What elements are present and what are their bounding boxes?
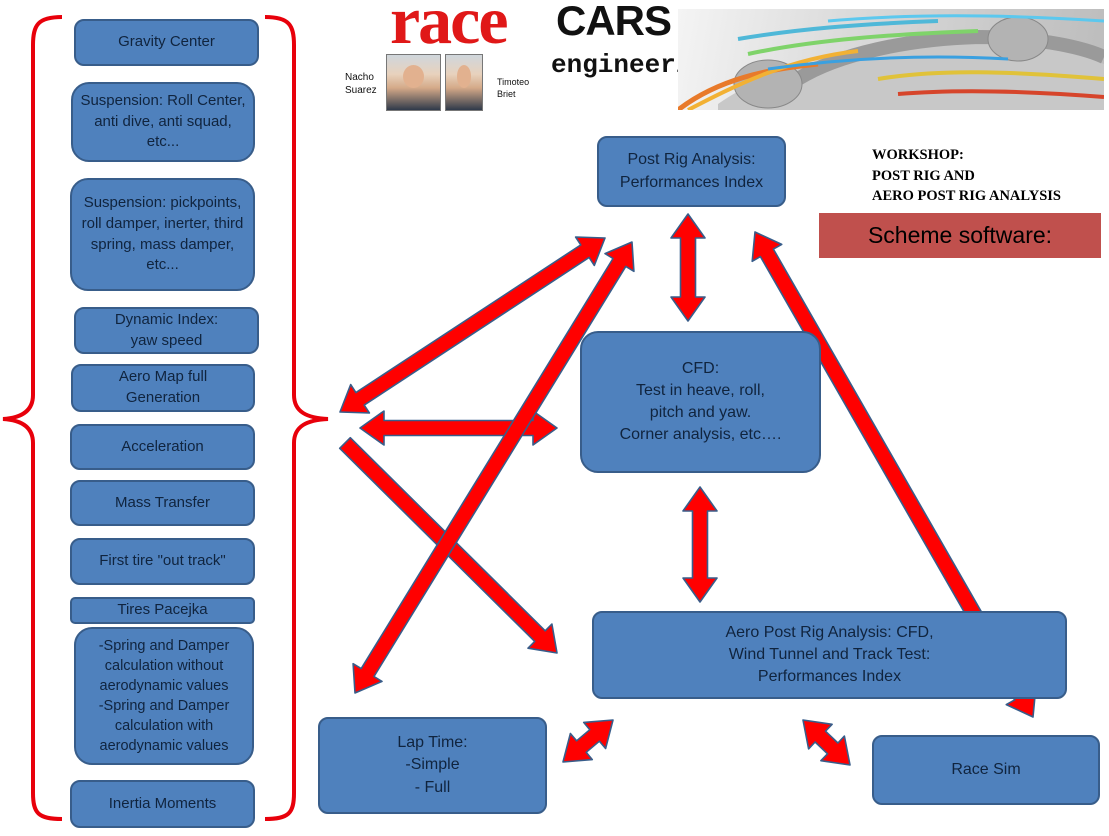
arrow-post-rig-race-sim (751, 231, 1037, 718)
photo-right (445, 54, 483, 111)
node-aero-post-rig-analysis: Aero Post Rig Analysis: CFD, Wind Tunnel… (592, 611, 1067, 699)
arrow-cfd-aero-post-rig (682, 486, 718, 603)
arrow-post-rig-cfd (670, 213, 706, 322)
node-post-rig-analysis: Post Rig Analysis: Performances Index (597, 136, 786, 207)
arrow-list-post-rig (339, 236, 606, 414)
list-item-first-tire-out-track: First tire "out track" (70, 538, 255, 585)
logo-cars-text: CARS (556, 0, 672, 44)
scheme-software-label: Scheme software: (819, 213, 1101, 258)
left-curly-bracket (2, 15, 63, 821)
node-race-sim: Race Sim (872, 735, 1100, 805)
list-item-spring-damper: -Spring and Damper calculation without a… (74, 627, 254, 765)
person-name-left: Nacho Suarez (345, 72, 377, 96)
logo-race-text: race (390, 0, 509, 58)
list-item-aero-map: Aero Map full Generation (71, 364, 255, 412)
left-brackets (2, 15, 329, 821)
list-item-suspension-roll-center: Suspension: Roll Center, anti dive, anti… (71, 82, 255, 162)
person-name-right: Timoteo Briet (497, 77, 530, 99)
list-item-gravity-center: Gravity Center (74, 19, 259, 66)
list-item-acceleration: Acceleration (70, 424, 255, 470)
car-cfd-image (678, 9, 1104, 110)
workshop-title: WORKSHOP: POST RIG AND AERO POST RIG ANA… (872, 147, 1061, 205)
arrow-aero-race-sim (802, 719, 851, 766)
list-item-suspension-pickpoints: Suspension: pickpoints, roll damper, ine… (70, 178, 255, 291)
arrow-post-rig-lap-time (352, 241, 635, 694)
list-item-inertia-moments: Inertia Moments (70, 780, 255, 828)
node-lap-time: Lap Time: -Simple - Full (318, 717, 547, 814)
node-cfd: CFD: Test in heave, roll, pitch and yaw.… (580, 331, 821, 473)
arrow-list-cfd (359, 410, 558, 446)
photo-left (386, 54, 441, 111)
arrow-aero-lap-time (562, 719, 614, 763)
right-curly-bracket (264, 15, 329, 821)
list-item-mass-transfer: Mass Transfer (70, 480, 255, 526)
list-item-dynamic-index: Dynamic Index: yaw speed (74, 307, 259, 354)
list-item-tires-pacejka: Tires Pacejka (70, 597, 255, 624)
